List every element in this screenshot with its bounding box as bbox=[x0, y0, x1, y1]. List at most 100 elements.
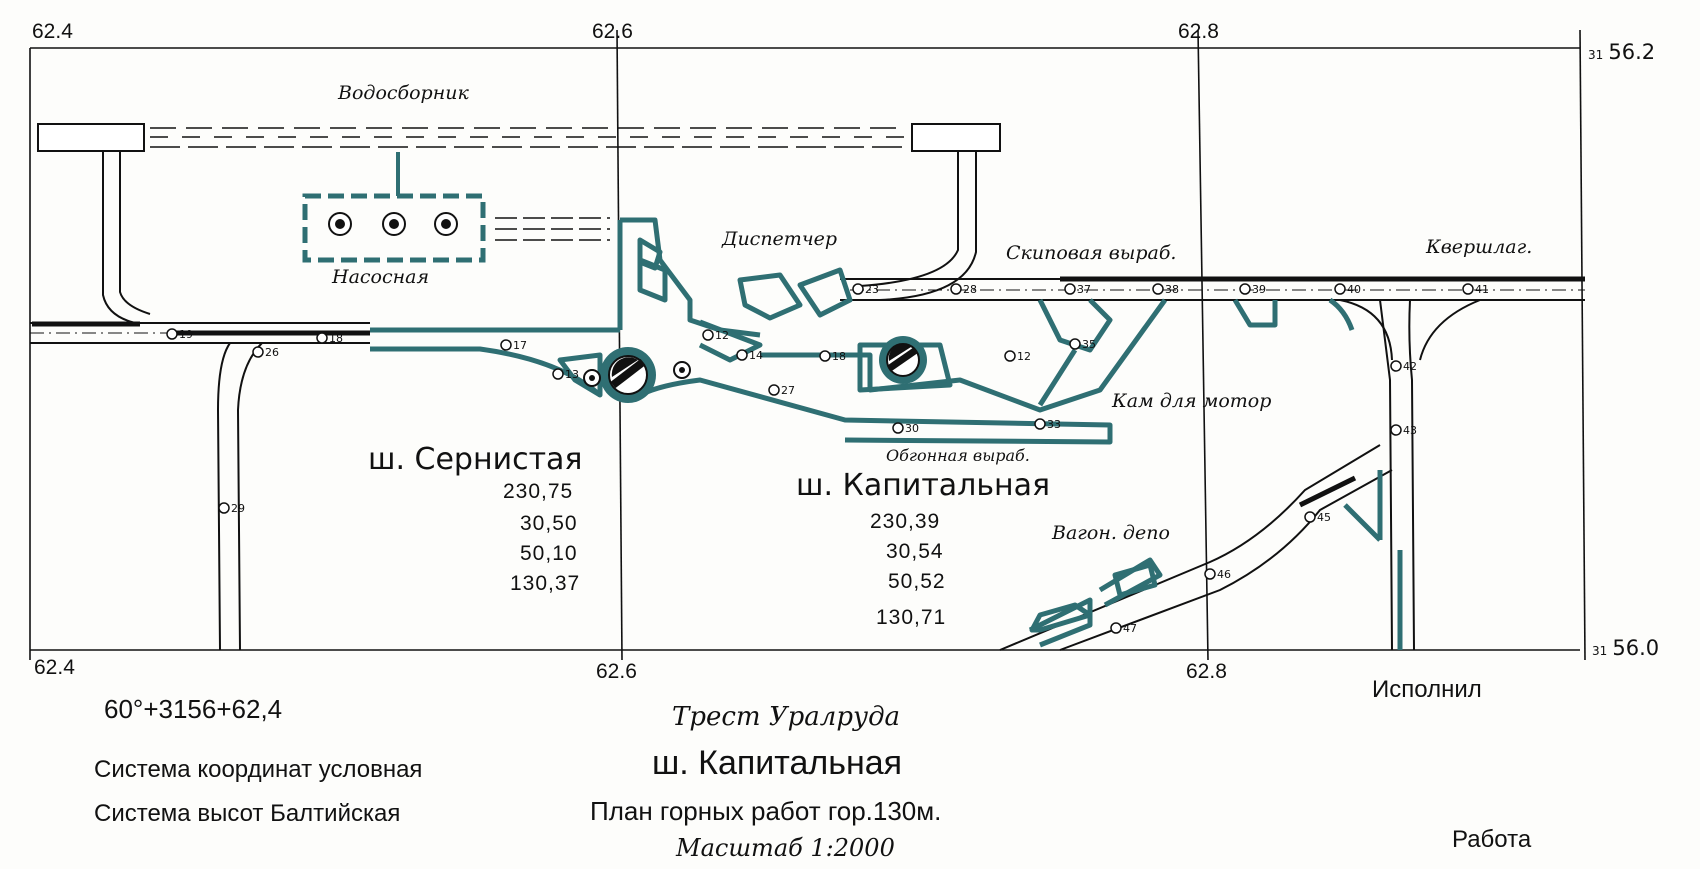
shaft-1-value-4: 130,37 bbox=[510, 572, 581, 595]
station-marker bbox=[500, 339, 512, 351]
shaft-1-value-3: 50,10 bbox=[520, 542, 578, 565]
station-label: 46 bbox=[1217, 568, 1231, 581]
station-marker bbox=[1152, 283, 1164, 295]
station-label: 35 bbox=[1082, 338, 1096, 351]
station-marker bbox=[1334, 283, 1346, 295]
station-label: 29 bbox=[231, 502, 245, 515]
station-label: 13 bbox=[565, 368, 579, 381]
station-label: 30 bbox=[905, 422, 919, 435]
station-label: 47 bbox=[1123, 622, 1137, 635]
haulage-drifts bbox=[30, 151, 1585, 651]
shaft-1-value-1: 230,75 bbox=[503, 480, 574, 503]
station-label: 42 bbox=[1403, 360, 1417, 373]
station-marker bbox=[1462, 283, 1474, 295]
station-label: 12 bbox=[1017, 350, 1031, 363]
shaft-2-value-4: 130,71 bbox=[876, 606, 947, 629]
station-label: 17 bbox=[513, 339, 527, 352]
shaft-2-value-1: 230,39 bbox=[870, 510, 941, 533]
station-label: 33 bbox=[1047, 418, 1061, 431]
station-marker bbox=[1004, 350, 1016, 362]
station-marker bbox=[1390, 360, 1402, 372]
label-pump-station: Насосная bbox=[332, 266, 430, 288]
station-marker bbox=[252, 346, 264, 358]
shaft-2-value-2: 30,54 bbox=[886, 540, 944, 563]
label-skip-working: Скиповая выраб. bbox=[1006, 242, 1177, 264]
station-marker bbox=[1064, 283, 1076, 295]
grid-label-right-bottom-value: 56.0 bbox=[1612, 636, 1660, 660]
station-label: 14 bbox=[749, 349, 763, 362]
label-kvershlag: Квершлаг. bbox=[1426, 236, 1533, 258]
footer-formula: 60°+3156+62,4 bbox=[104, 694, 283, 724]
survey-stations: 19 26 18 17 13 12 14 18 12 27 30 33 35 23 28 37 38 39 40 41… bbox=[166, 283, 1489, 635]
grid-label-top-2: 62.6 bbox=[592, 20, 633, 43]
station-label: 38 bbox=[1165, 283, 1179, 296]
shaft-1-name: ш. Сернистая bbox=[368, 442, 583, 477]
grid-label-top-3: 62.8 bbox=[1178, 20, 1219, 43]
station-marker bbox=[1110, 622, 1122, 634]
shaft-kapitalnaya-symbol bbox=[879, 336, 927, 384]
grid-label-right-bottom-prefix: 31 bbox=[1592, 644, 1608, 658]
station-marker bbox=[218, 502, 230, 514]
station-label: 12 bbox=[715, 329, 729, 342]
grid-label-bottom-3: 62.8 bbox=[1186, 660, 1227, 683]
label-motor-chamber: Кам для мотор bbox=[1112, 390, 1272, 412]
pump-station bbox=[302, 152, 486, 263]
station-marker bbox=[1069, 338, 1081, 350]
grid-lines bbox=[29, 29, 1586, 661]
station-marker bbox=[1304, 511, 1316, 523]
footer-plan: План горных работ гор.130м. bbox=[590, 796, 942, 826]
grid-label-right-top-prefix: 31 bbox=[1588, 48, 1604, 62]
footer-coord-system: Система координат условная bbox=[94, 756, 423, 783]
station-label: 27 bbox=[781, 384, 795, 397]
auxiliary-shafts bbox=[583, 361, 691, 387]
station-label: 23 bbox=[865, 283, 879, 296]
label-wagon-depot: Вагон. депо bbox=[1052, 522, 1170, 544]
station-label: 39 bbox=[1252, 283, 1266, 296]
rail-lines bbox=[32, 276, 1585, 508]
station-label: 41 bbox=[1475, 283, 1489, 296]
station-label: 26 bbox=[265, 346, 279, 359]
grid-label-bottom-1: 62.4 bbox=[34, 656, 75, 679]
footer-height-system: Система высот Балтийская bbox=[94, 800, 401, 827]
footer-scale: Масштаб 1:2000 bbox=[676, 834, 895, 862]
reservoir bbox=[37, 123, 1001, 241]
station-marker bbox=[768, 384, 780, 396]
station-label: 37 bbox=[1077, 283, 1091, 296]
station-label: 18 bbox=[329, 332, 343, 345]
station-label: 43 bbox=[1403, 424, 1417, 437]
shaft-sernistaya-symbol bbox=[600, 347, 656, 403]
shaft-2-name: ш. Капитальная bbox=[796, 468, 1051, 503]
station-marker bbox=[950, 283, 962, 295]
station-label: 18 bbox=[832, 350, 846, 363]
shaft-2-value-3: 50,52 bbox=[888, 570, 946, 593]
station-marker bbox=[1239, 283, 1251, 295]
grid-label-bottom-2: 62.6 bbox=[596, 660, 637, 683]
station-marker bbox=[166, 328, 178, 340]
grid-label-top-1: 62.4 bbox=[32, 20, 73, 43]
grid-label-right-top: 31 56.2 bbox=[1588, 40, 1655, 64]
footer-trust: Трест Уралруда bbox=[672, 702, 901, 732]
station-marker bbox=[316, 332, 328, 344]
station-label: 28 bbox=[963, 283, 977, 296]
station-label: 45 bbox=[1317, 511, 1331, 524]
label-bypass-working: Обгонная выраб. bbox=[886, 446, 1030, 465]
grid-label-right-bottom: 31 56.0 bbox=[1592, 636, 1659, 660]
station-marker bbox=[702, 329, 714, 341]
footer-executed: Исполнил bbox=[1372, 676, 1482, 703]
station-marker bbox=[892, 422, 904, 434]
station-label: 19 bbox=[179, 328, 193, 341]
footer-work: Работа bbox=[1452, 826, 1532, 853]
station-marker bbox=[1204, 568, 1216, 580]
label-reservoir: Водосборник bbox=[338, 82, 469, 104]
grid-label-right-top-value: 56.2 bbox=[1608, 40, 1656, 64]
station-marker bbox=[1390, 424, 1402, 436]
station-label: 40 bbox=[1347, 283, 1361, 296]
station-marker bbox=[1034, 418, 1046, 430]
station-marker bbox=[852, 283, 864, 295]
footer-mine: ш. Капитальная bbox=[652, 744, 903, 782]
label-dispatcher: Диспетчер bbox=[722, 228, 838, 250]
station-marker bbox=[819, 350, 831, 362]
shaft-1-value-2: 30,50 bbox=[520, 512, 578, 535]
station-marker bbox=[552, 368, 564, 380]
